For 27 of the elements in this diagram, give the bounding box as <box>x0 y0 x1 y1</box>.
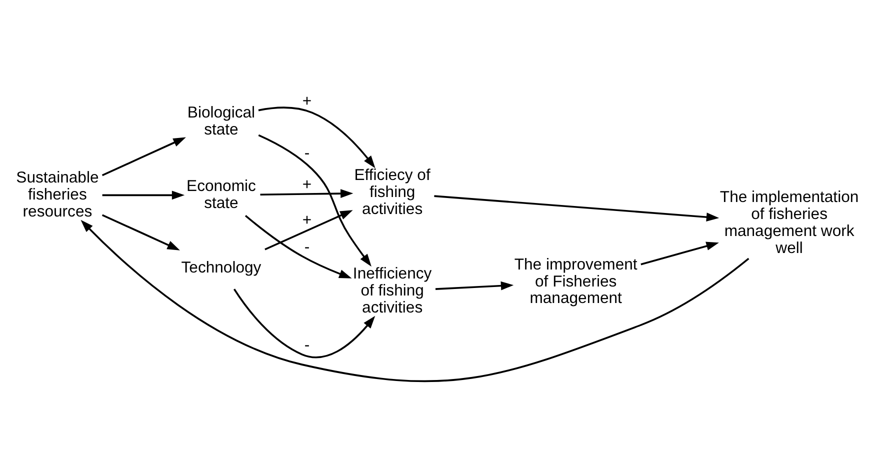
edge-label: + <box>302 176 312 194</box>
arrow <box>260 188 354 198</box>
node-text: Biological state <box>187 104 256 138</box>
edge-label: - <box>304 144 310 162</box>
node-text: The implementation of fisheries management work well <box>720 188 859 256</box>
arrow <box>264 210 353 250</box>
node-text: Inefficiency of fishing activities <box>352 264 432 316</box>
arrow <box>233 288 376 358</box>
arrow <box>102 214 180 250</box>
arrow <box>102 190 185 200</box>
arrow <box>102 136 186 176</box>
arrow <box>640 241 719 265</box>
node-text: Efficiecy of fishing activities <box>354 166 430 218</box>
edge-label: + <box>302 211 312 228</box>
arrow <box>434 194 720 221</box>
arrow <box>258 134 372 266</box>
arrow <box>244 214 352 278</box>
node-text: Economic state <box>186 177 256 212</box>
arrow <box>80 219 750 382</box>
edge-label: - <box>304 336 310 354</box>
arrow <box>258 106 376 168</box>
arrow <box>435 280 514 290</box>
edge-label: + <box>302 92 312 110</box>
edge-label: - <box>304 238 310 256</box>
node-text: Sustainable fisheries resources <box>16 168 99 220</box>
node-text: The improvement of Fisheries management <box>514 256 638 307</box>
node-text: Technology <box>181 259 262 276</box>
